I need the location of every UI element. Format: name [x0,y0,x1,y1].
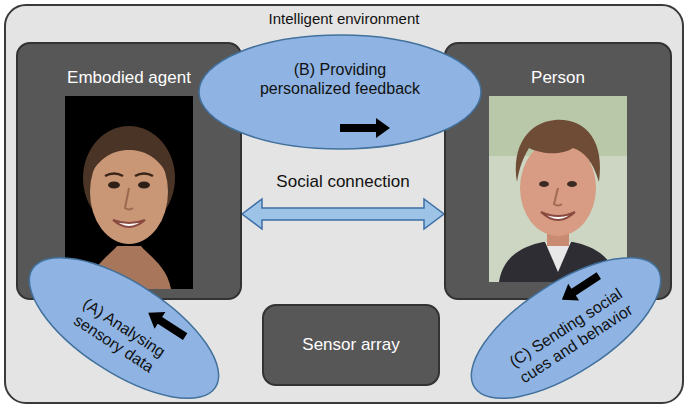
smile [541,212,575,220]
process-ellipse: (B) Providing personalized feedback [198,34,482,150]
ellipse-shape [199,35,481,149]
hair [516,120,600,182]
eye [108,182,120,189]
environment-region: Intelligent environmentEmbodied agent (B… [4,4,684,404]
eye [539,181,549,187]
nose [554,188,562,206]
eye [567,181,577,187]
agent-face-image [65,96,193,289]
connector-label: Social connection [276,172,409,192]
nose [125,188,133,210]
smile [113,220,145,227]
ellipse-shape [450,231,682,408]
device-box: Sensor array [262,304,440,386]
direction-arrow [340,118,390,138]
person-photo [489,96,627,282]
box-label: Sensor array [264,335,438,355]
social-connector [242,199,444,229]
brow [105,174,123,177]
image-ground [65,96,193,289]
shirt [545,242,571,272]
photo-ground [489,96,627,282]
hair-fringe [91,134,167,174]
ellipse-label: (B) Providing personalized feedback [248,60,433,98]
brow [135,174,153,177]
eye [138,182,150,189]
ellipse-shape [8,231,240,408]
region-title: Intelligent environment [6,10,682,27]
